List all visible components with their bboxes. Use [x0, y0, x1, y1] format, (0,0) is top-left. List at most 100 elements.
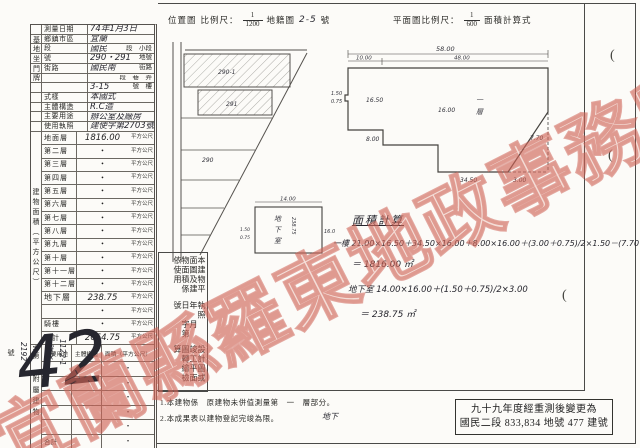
floor-area-unit: 平方公尺	[130, 241, 153, 248]
printed-suffix: 地號	[139, 54, 152, 62]
floor-plan-scale-header: 平面圖比例尺： 1 600 面積計算式	[393, 11, 532, 28]
survey-row: 牌 段 巷 弄	[31, 73, 154, 84]
survey-row: 主體構造 R.C造	[31, 102, 154, 113]
survey-row: 式樣 本國式	[31, 93, 154, 103]
survey-row-label: 使用執照	[42, 122, 88, 131]
floor-area-unit: 平方公尺	[130, 134, 153, 141]
floor-row: 第三層 • 平方公尺	[42, 158, 154, 172]
annex-row: •	[42, 362, 154, 377]
annex-area-cell: •	[126, 437, 130, 445]
survey-group-label	[31, 83, 42, 93]
footnote-handwritten-annotation: 地下	[322, 412, 338, 421]
plan-dim-800: 8.00	[366, 136, 380, 143]
annex-header-use: 主要用途	[42, 345, 72, 362]
floor-area-value: 2054.75	[84, 332, 121, 343]
annex-structure-cell	[72, 362, 102, 376]
survey-row-label: 鄉鎮市區	[42, 34, 88, 44]
annex-use-cell	[42, 362, 72, 376]
survey-group-label	[31, 102, 42, 112]
plan-vertical-note-2: 層	[476, 108, 484, 116]
floor-label: 第五層	[42, 185, 77, 198]
floor-area-unit: 平方公尺	[130, 307, 153, 314]
handwritten-value: 3-15	[90, 83, 110, 92]
survey-row-label: 式樣	[42, 93, 88, 102]
floor-area-unit: 平方公尺	[130, 227, 153, 234]
survey-row-label: 號	[42, 54, 88, 63]
annex-structure-cell	[72, 434, 102, 448]
survey-row: 門 街路 國民南 街路	[31, 63, 154, 74]
floor-row: 第九層 • 平方公尺	[42, 238, 154, 252]
basement-dim-16: 16.00	[324, 229, 335, 235]
margin-paren-mark-3: (	[562, 288, 567, 303]
survey-row-value: 辦公室及廠房	[88, 113, 154, 122]
floor-area-unit: 平方公尺	[130, 267, 153, 274]
floor-label: 合計	[42, 332, 77, 345]
annex-use-cell	[42, 376, 72, 391]
floor-area-unit: 平方公尺	[130, 161, 153, 168]
floor-row: 第六層 • 平方公尺	[42, 198, 154, 212]
annex-structure-cell	[72, 405, 102, 420]
floor-area-value: 238.75	[87, 292, 118, 303]
floor-area-value: •	[101, 226, 104, 235]
plan-dim-3450: 34.50	[460, 177, 477, 184]
handwritten-value: 宜蘭	[90, 34, 108, 44]
annex-row: •	[42, 420, 154, 435]
floor-area-value: •	[101, 173, 104, 182]
plan-dim-770: 7.70	[530, 135, 544, 142]
handwritten-value: 74年1月3日	[90, 25, 138, 34]
survey-row-value: 宜蘭	[88, 35, 154, 44]
basement-label-char1: 地	[274, 215, 282, 223]
floor-row: 第十層 • 平方公尺	[42, 252, 154, 266]
margin-paren-mark-2: (	[608, 148, 613, 163]
floor-row: 騎樓 • 平方公尺	[42, 318, 154, 333]
floor-area-value: •	[101, 213, 104, 222]
survey-row-value: 建使字第2703號	[88, 122, 154, 131]
floor-row: 第五層 • 平方公尺	[42, 185, 154, 199]
handwritten-value: 建使字第2703號	[90, 122, 154, 131]
floor-area-value: •	[101, 160, 104, 169]
floor-area-value: •	[101, 307, 104, 316]
printed-suffix: 號 樓	[132, 83, 153, 91]
floor-row: • 平方公尺	[42, 305, 154, 319]
floor-area-value: 1816.00	[84, 132, 121, 143]
floor-label: 地面層	[42, 131, 77, 145]
statement-col-2: 執照 年 月 日 字第 號	[173, 300, 206, 358]
plan-dim-150: 1.50	[331, 91, 342, 97]
cadastre-map-label: 地籍圖	[266, 15, 296, 26]
survey-row-value: R.C造	[88, 103, 154, 112]
survey-row: 測量日期 74年1月3日	[31, 25, 154, 35]
floor-label: 第六層	[42, 198, 77, 211]
survey-row-label	[42, 83, 88, 93]
basement-dim-150: 1.50	[240, 227, 250, 233]
plan-dim-300: 3.00	[513, 177, 527, 184]
handwritten-value: 辦公室及廠房	[90, 112, 142, 122]
map-lot-290-label: 290	[202, 157, 214, 164]
floor-area-value: •	[101, 186, 104, 195]
survey-row-value: 74年1月3日	[88, 25, 154, 34]
floor-area-value: •	[101, 320, 104, 329]
floor-area-unit: 平方公尺	[130, 294, 153, 301]
annex-use-cell	[42, 405, 72, 420]
survey-row: 地 段 國民 段 小段	[31, 44, 154, 55]
survey-row-label: 街路	[42, 63, 88, 73]
floor-row: 地面層 1816.00 平方公尺	[42, 131, 154, 146]
footnotes: 1.本建物係 原建物未併值測量第 一 層部分。 2.本成果表以建物登記完竣為限。	[160, 398, 460, 424]
printed-suffix: 段 小段	[126, 44, 152, 52]
annex-data-rows: • • •	[42, 362, 154, 448]
cadastre-sheet-number: 2-5	[299, 15, 317, 26]
floor-label: 第八層	[42, 225, 77, 238]
statement-col-3: 設計圖或竣工平面圖轉繪檢算	[173, 345, 206, 384]
survey-group-label	[31, 93, 42, 102]
handwritten-receipt-number: 2192	[19, 342, 28, 362]
floor-row: 第八層 • 平方公尺	[42, 225, 154, 239]
annex-area-cell: •	[126, 379, 130, 387]
annex-use-cell	[42, 420, 72, 434]
margin-paren-mark-1: (	[610, 48, 615, 63]
resurvey-stamp-line2: 國民二段 833,834 地號 477 建號	[459, 418, 609, 429]
receipt-number-strip: 1122-1 羅収 字第 2192 號	[6, 282, 67, 422]
survey-rows: 測量日期 74年1月3日 基 鄉鎮市區 宜蘭 地	[31, 25, 154, 132]
location-map: 290-1 291 290	[160, 30, 328, 273]
annex-structure-cell	[72, 420, 102, 434]
survey-row-label	[42, 73, 88, 83]
annex-header-row: 主要用途 主體構造 面積（平方公尺）	[42, 345, 154, 363]
